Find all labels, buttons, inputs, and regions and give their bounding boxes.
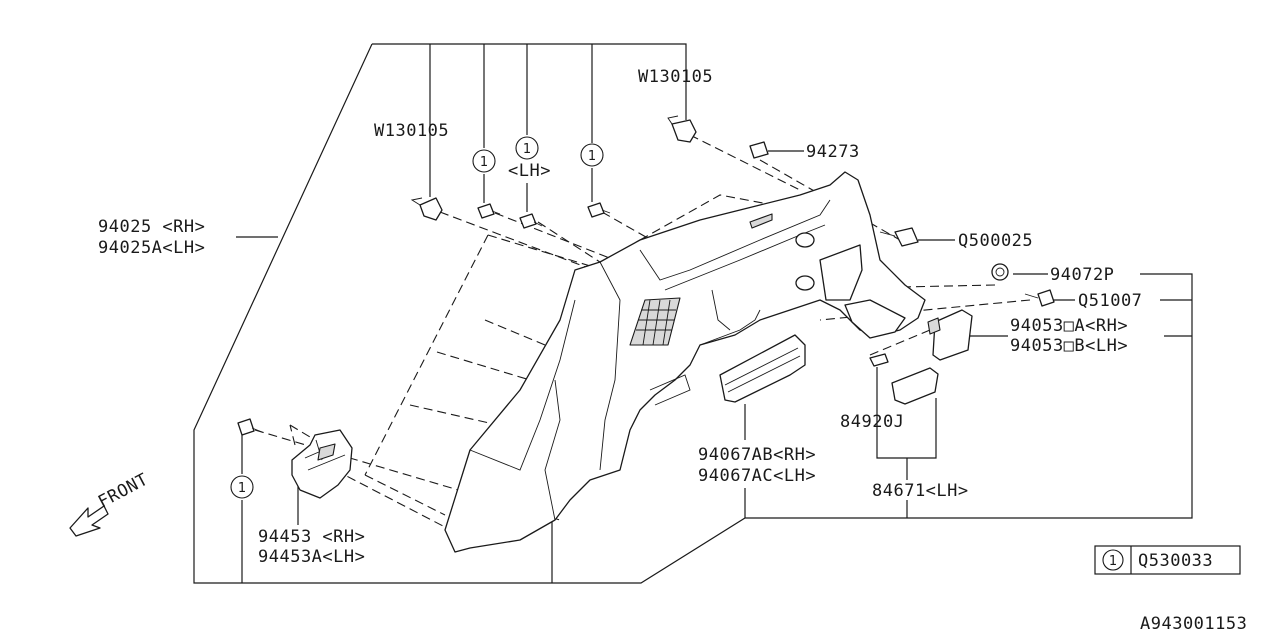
part-94067 <box>719 334 806 403</box>
label-94067ab: 94067AB<RH> <box>698 445 816 465</box>
label-94273: 94273 <box>806 142 860 162</box>
label-94453-rh: 94453 <RH> <box>258 527 365 547</box>
label-w130105-left: W130105 <box>374 121 449 141</box>
label-94053a: 94053□A<RH> <box>1010 316 1128 336</box>
label-q51007: Q51007 <box>1078 291 1142 311</box>
screw-c <box>587 202 611 218</box>
front-arrow: FRONT <box>69 470 152 537</box>
rear-quarter-trim <box>444 171 926 553</box>
label-94072p: 94072P <box>1050 265 1114 285</box>
nut-94072p <box>991 263 1009 281</box>
callout-1-a: 1 <box>472 149 496 173</box>
callout-1-c: 1 <box>580 143 604 167</box>
front-label: FRONT <box>95 470 152 513</box>
svg-text:1: 1 <box>480 155 488 170</box>
leader-84671 <box>876 367 937 518</box>
label-94453a-lh: 94453A<LH> <box>258 547 365 567</box>
screw-a <box>477 203 501 219</box>
label-94067ac: 94067AC<LH> <box>698 466 816 486</box>
diagram-id: A943001153 <box>1140 614 1247 634</box>
label-w130105-top: W130105 <box>638 67 713 87</box>
label-lh-note: <LH> <box>508 161 551 181</box>
label-94053b: 94053□B<LH> <box>1010 336 1128 356</box>
svg-text:1: 1 <box>523 142 531 157</box>
label-84671: 84671<LH> <box>872 481 969 501</box>
svg-text:1: 1 <box>238 481 246 496</box>
callout-1-b: 1 <box>515 136 539 160</box>
part-94453 <box>291 429 353 499</box>
clip-w130105-left <box>410 197 443 221</box>
screw-q500025 <box>879 227 919 247</box>
callout-1-d: 1 <box>230 475 254 499</box>
screw-q51007 <box>1024 289 1055 307</box>
screw-d <box>237 418 263 436</box>
legend-part-number: Q530033 <box>1138 551 1213 571</box>
screw-b <box>519 213 543 229</box>
label-94025-rh: 94025 <RH> <box>98 217 205 237</box>
frame-outline <box>193 43 1193 584</box>
clip-w130105-top <box>667 115 697 143</box>
clip-94273 <box>749 141 769 159</box>
legend-callout: 1 <box>1109 554 1117 569</box>
part-84920j <box>869 353 939 405</box>
svg-text:1: 1 <box>588 149 596 164</box>
part-94053 <box>927 309 973 361</box>
label-84920j: 84920J <box>840 412 904 432</box>
legend-box: 1 Q530033 <box>1094 545 1241 575</box>
label-q500025: Q500025 <box>958 231 1033 251</box>
label-94025a-lh: 94025A<LH> <box>98 238 205 258</box>
